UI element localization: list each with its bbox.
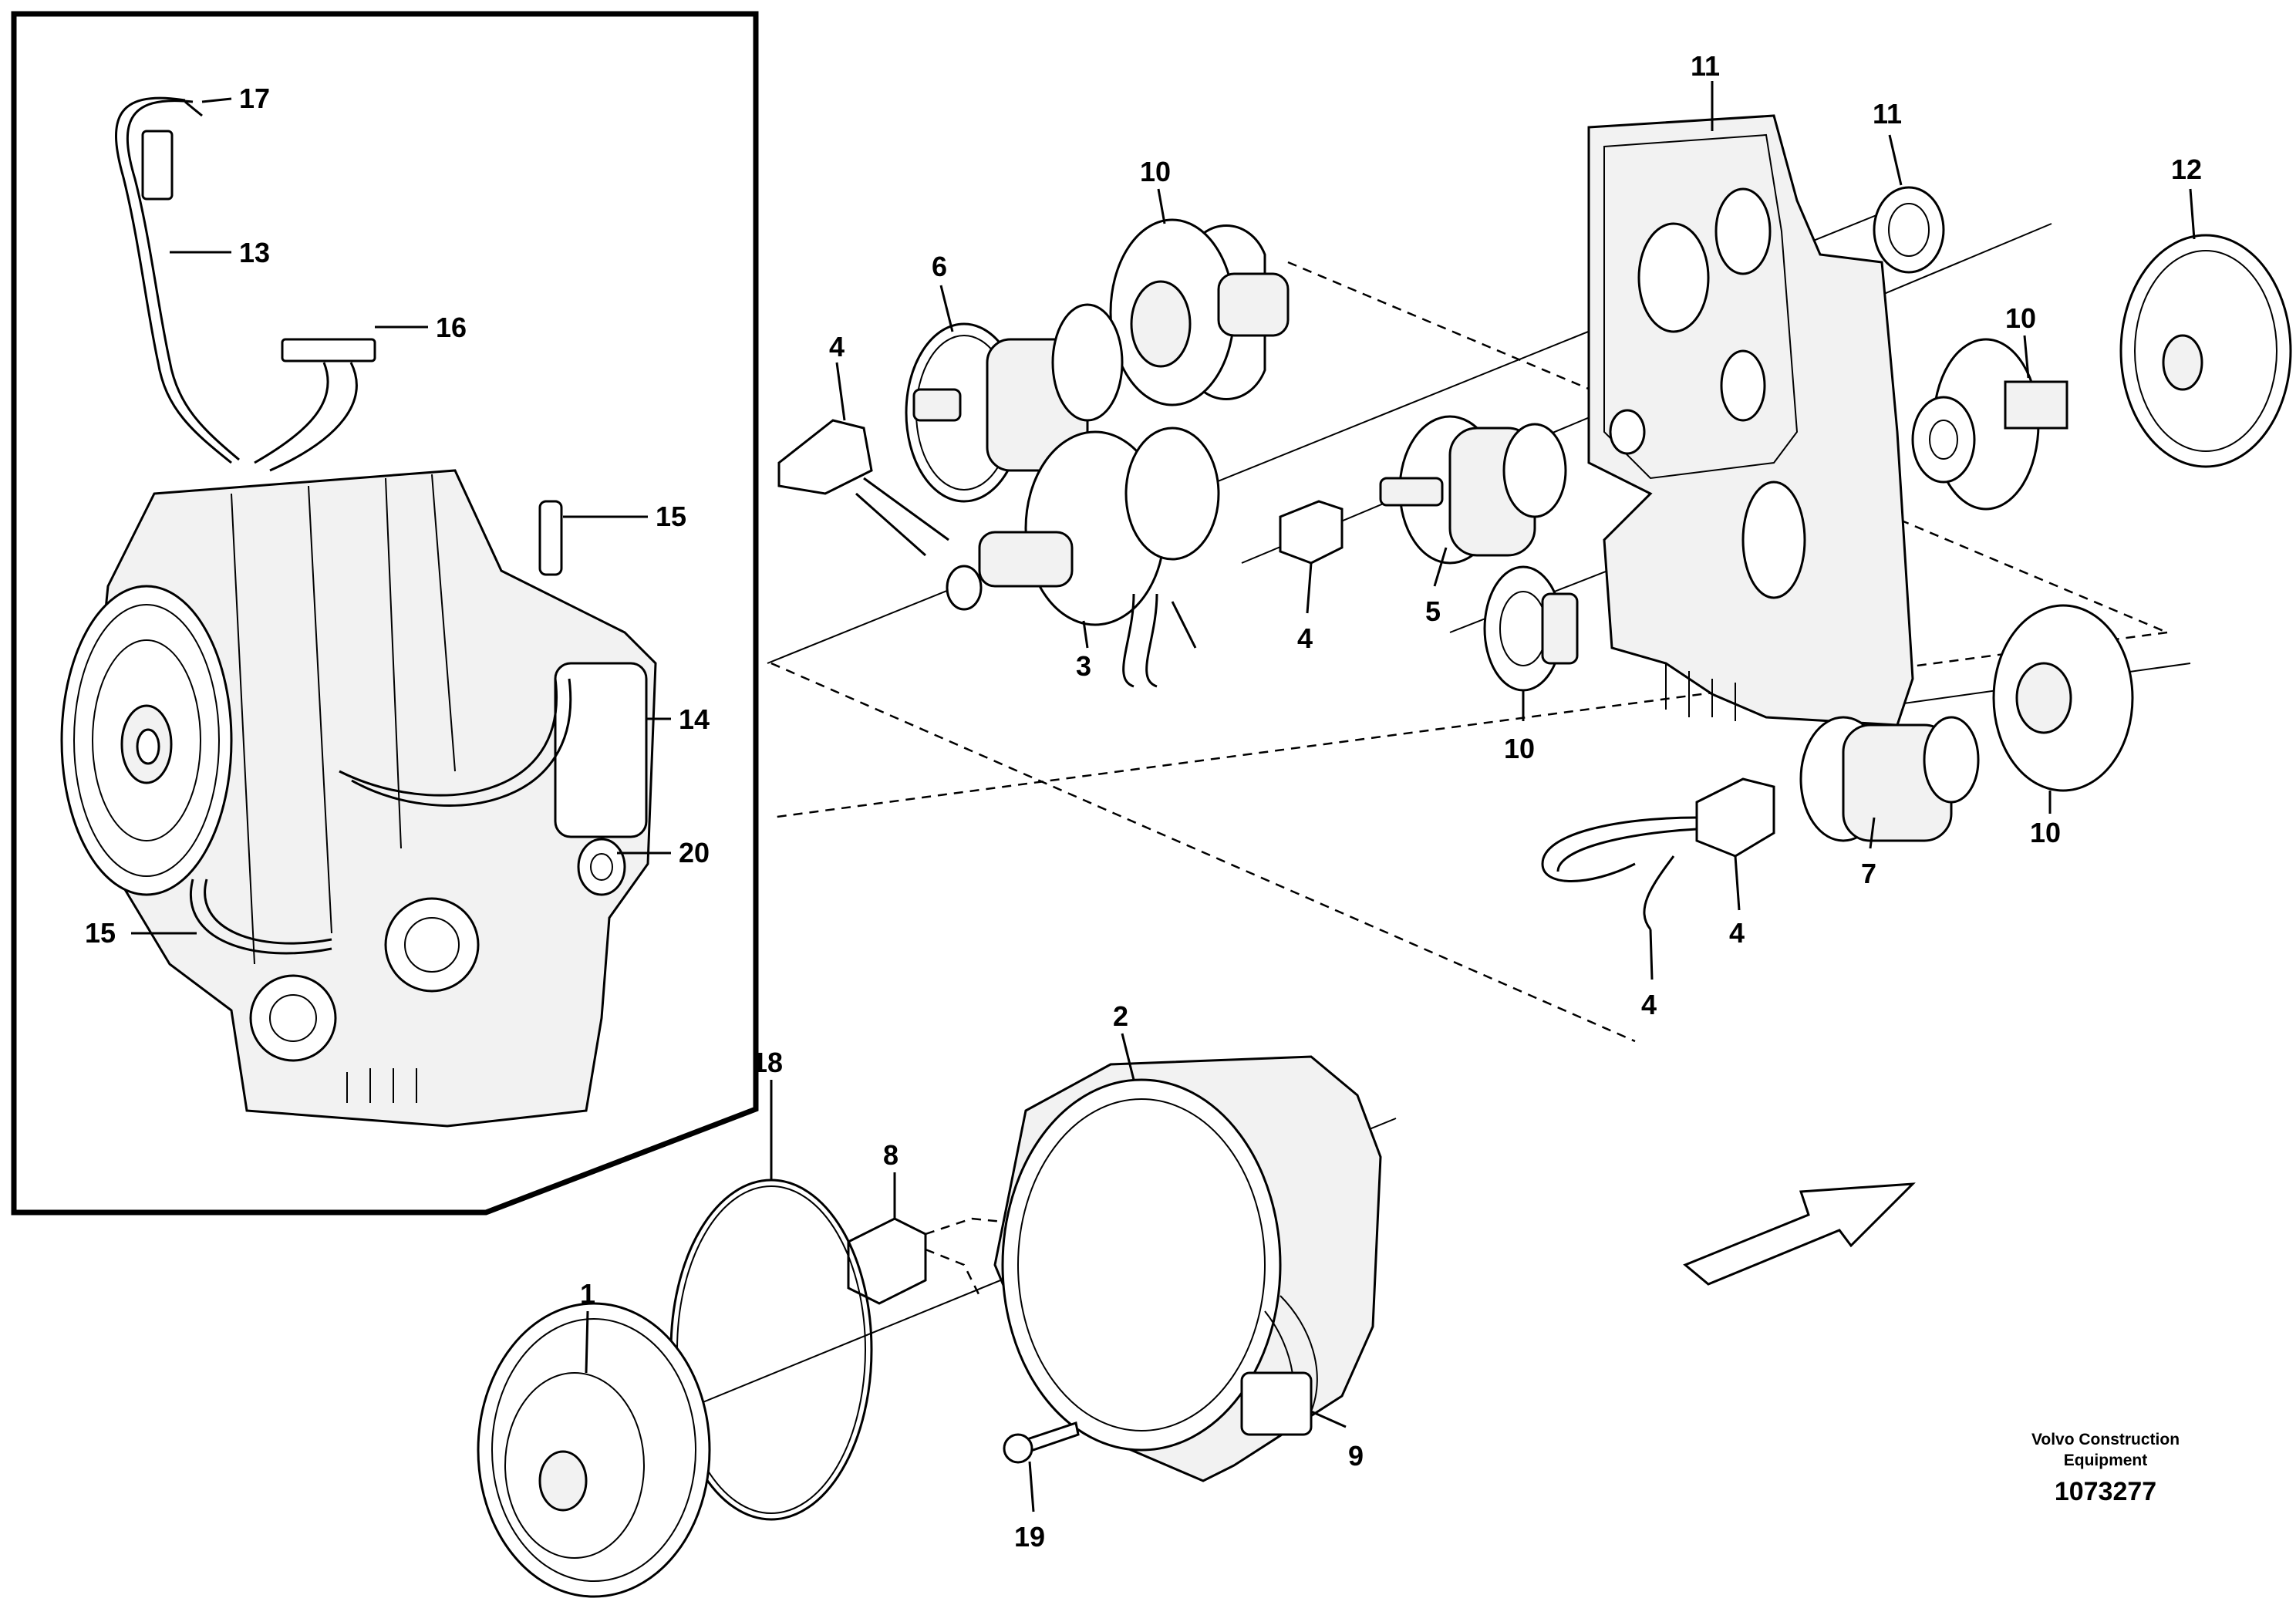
brand-line-1: Volvo Construction bbox=[2031, 1431, 2180, 1448]
callout-15-top: 15 bbox=[656, 501, 686, 532]
speed-sensor-8 bbox=[847, 1217, 927, 1305]
callout-4-lower: 4 bbox=[1729, 917, 1745, 949]
clutch-gear-6 bbox=[905, 303, 1124, 503]
mounting-boss bbox=[577, 838, 626, 896]
arrow-right-up-icon bbox=[1683, 1182, 1916, 1286]
callout-7: 7 bbox=[1861, 858, 1876, 889]
inset-leaders bbox=[131, 97, 671, 935]
callout-3: 3 bbox=[1076, 650, 1091, 682]
callout-15-bottom: 15 bbox=[85, 917, 116, 949]
callout-13: 13 bbox=[239, 237, 270, 268]
hub-10-right-top bbox=[1911, 338, 2068, 511]
inset-frame bbox=[11, 11, 759, 1216]
clutch-7 bbox=[1799, 716, 1980, 842]
callout-8: 8 bbox=[883, 1139, 899, 1171]
hub-10-lower-right bbox=[1992, 604, 2134, 792]
callout-2: 2 bbox=[1113, 1000, 1128, 1032]
callout-1: 1 bbox=[580, 1278, 595, 1310]
callout-4-bottom: 4 bbox=[1641, 989, 1657, 1020]
valve-4-lower bbox=[1541, 777, 1775, 930]
callout-11-housing: 11 bbox=[1691, 50, 1720, 82]
callout-10-lower: 10 bbox=[1504, 733, 1535, 764]
callout-14: 14 bbox=[679, 703, 710, 735]
transmission-housing-cover bbox=[1587, 114, 1914, 727]
publisher-block: Volvo Construction Equipment 1073277 bbox=[2031, 1431, 2180, 1506]
callout-10-right: 10 bbox=[2005, 302, 2036, 334]
callout-10-lower-right: 10 bbox=[2030, 817, 2061, 848]
callout-11-seal: 11 bbox=[1873, 98, 1902, 130]
pump-assembly-3 bbox=[946, 427, 1220, 688]
hub-10-top-middle bbox=[1109, 218, 1290, 406]
callout-labels: 17 13 16 15 14 20 15 11 11 12 10 6 4 10 … bbox=[85, 50, 2202, 1553]
bolt-19 bbox=[1003, 1421, 1080, 1464]
oil-filter bbox=[554, 662, 648, 838]
valve-4-middle bbox=[1279, 500, 1344, 565]
callout-17: 17 bbox=[239, 83, 270, 114]
callout-6: 6 bbox=[932, 251, 947, 282]
harness-connector bbox=[141, 130, 174, 201]
assembled-view-inset bbox=[11, 11, 759, 1216]
exploded-leaders bbox=[585, 81, 2196, 1512]
valve-bracket-4-top bbox=[777, 419, 949, 557]
callout-5: 5 bbox=[1425, 595, 1441, 627]
callout-10-top: 10 bbox=[1140, 156, 1171, 187]
callout-4-middle: 4 bbox=[1297, 622, 1313, 654]
shaft-seal bbox=[1873, 186, 1945, 274]
callout-9: 9 bbox=[1348, 1440, 1364, 1472]
main-housing-2 bbox=[993, 1055, 1382, 1482]
callout-19: 19 bbox=[1014, 1521, 1045, 1553]
drive-disc-12 bbox=[2119, 234, 2292, 468]
sensor-bracket bbox=[281, 338, 376, 363]
callout-16: 16 bbox=[436, 312, 467, 343]
clutch-5 bbox=[1379, 415, 1567, 565]
brand-line-2: Equipment bbox=[2064, 1452, 2148, 1469]
callout-12: 12 bbox=[2171, 153, 2202, 185]
hub-10-lower-middle bbox=[1483, 565, 1579, 692]
callout-4-top: 4 bbox=[829, 331, 845, 363]
torque-converter-1 bbox=[477, 1302, 711, 1598]
temperature-sensor bbox=[538, 500, 563, 576]
callout-18: 18 bbox=[752, 1047, 783, 1078]
document-number: 1073277 bbox=[2055, 1477, 2156, 1506]
callout-20: 20 bbox=[679, 837, 710, 868]
